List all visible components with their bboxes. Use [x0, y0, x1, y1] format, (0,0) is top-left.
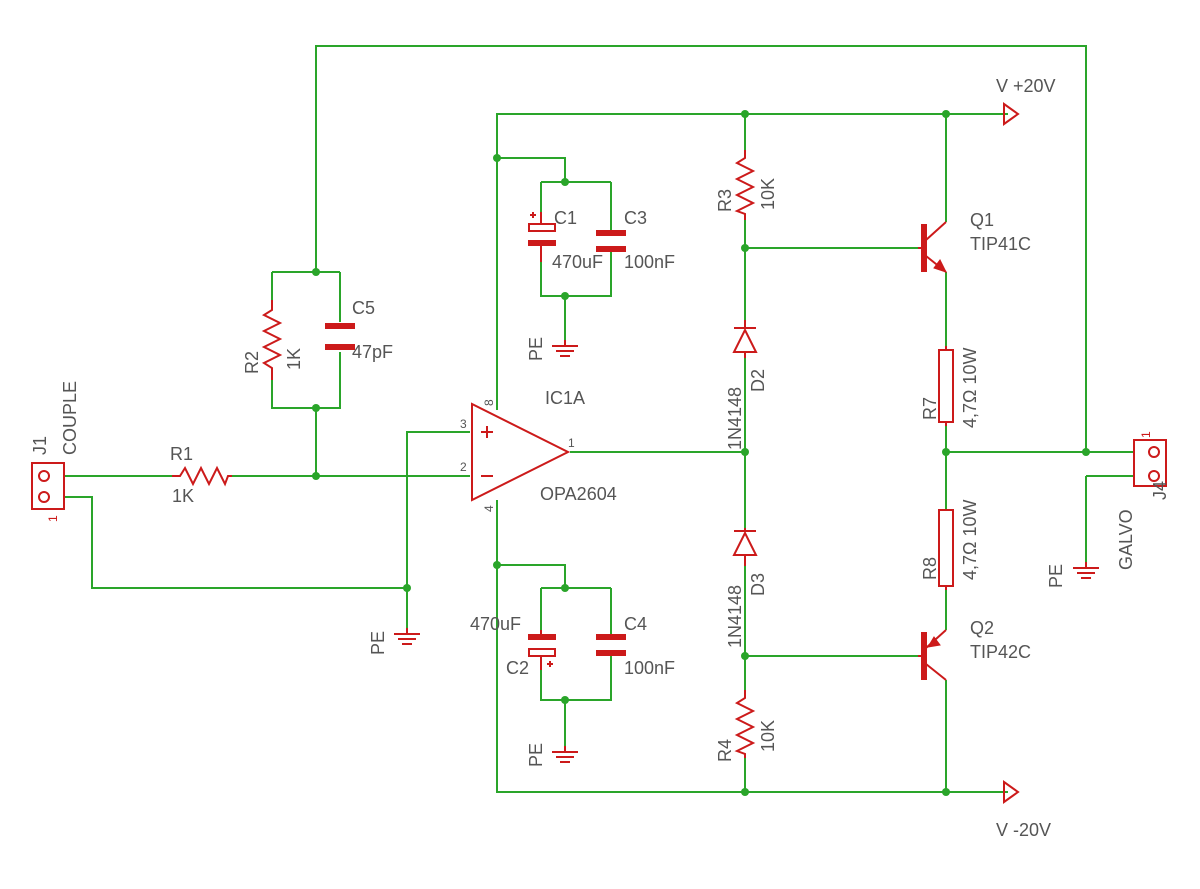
d3-value: 1N4148 [725, 585, 745, 648]
ic1-pin-out: 1 [568, 436, 575, 450]
c5-ref: C5 [352, 298, 375, 318]
ic1-pin-minus: 2 [460, 460, 467, 474]
ground-label: PE [368, 631, 388, 655]
ic1-pin-vpos: 8 [482, 399, 496, 406]
d3-ref: D3 [748, 573, 768, 596]
r4-value: 10K [758, 720, 778, 752]
c4-ref: C4 [624, 614, 647, 634]
transistor-q1: Q1 TIP41C [918, 210, 1031, 273]
r3-ref: R3 [715, 189, 735, 212]
vpos-supply: V +20V [996, 76, 1056, 126]
ground-label: PE [1046, 564, 1066, 588]
diode-d3: 1N4148 D3 [725, 528, 768, 648]
q1-ref: Q1 [970, 210, 994, 230]
q2-ref: Q2 [970, 618, 994, 638]
resistor-r7: R7 4,7Ω 10W [920, 346, 980, 428]
j1-name: COUPLE [60, 381, 80, 455]
ground-symbol-input: PE [368, 628, 420, 655]
d2-ref: D2 [748, 369, 768, 392]
connector-j4: J4 GALVO 1 [1116, 431, 1170, 570]
diode-d2: 1N4148 D2 [725, 320, 768, 450]
r2-ref: R2 [242, 351, 262, 374]
j4-name: GALVO [1116, 509, 1136, 570]
ground-label: PE [526, 743, 546, 767]
q1-value: TIP41C [970, 234, 1031, 254]
r8-ref: R8 [920, 557, 940, 580]
j4-ref: J4 [1150, 481, 1170, 500]
j1-pin1: 1 [46, 515, 60, 522]
resistor-r2: R2 1K [242, 300, 304, 380]
resistor-r1: R1 1K [170, 444, 232, 506]
opamp-ic1a: IC1A OPA2604 3 2 1 8 4 [460, 388, 617, 512]
ic1-pin-plus: 3 [460, 417, 467, 431]
vpos-label: V +20V [996, 76, 1056, 96]
r8-value: 4,7Ω 10W [960, 499, 980, 580]
c3-value: 100nF [624, 252, 675, 272]
vneg-label: V -20V [996, 820, 1051, 840]
j1-ref: J1 [30, 436, 50, 455]
r1-value: 1K [172, 486, 194, 506]
ic1-value: OPA2604 [540, 484, 617, 504]
resistor-r3: R3 10K [715, 150, 778, 220]
ic1-pin-vneg: 4 [482, 505, 496, 512]
r7-ref: R7 [920, 397, 940, 420]
d2-value: 1N4148 [725, 387, 745, 450]
ground-symbol-c1: PE [526, 337, 578, 361]
c1-ref: C1 [554, 208, 577, 228]
c5-value: 47pF [352, 342, 393, 362]
junction-dots [312, 110, 1090, 796]
q2-value: TIP42C [970, 642, 1031, 662]
vneg-supply: V -20V [996, 780, 1051, 840]
wires [64, 45, 1134, 793]
ground-symbol-output: PE [1046, 562, 1099, 588]
r7-value: 4,7Ω 10W [960, 347, 980, 428]
r4-ref: R4 [715, 739, 735, 762]
capacitor-c3: C3 100nF [596, 208, 675, 272]
r1-ref: R1 [170, 444, 193, 464]
c2-value: 470uF [470, 614, 521, 634]
resistor-r8: R8 4,7Ω 10W [920, 499, 980, 590]
resistor-r4: R4 10K [715, 690, 778, 762]
c1-value: 470uF [552, 252, 603, 272]
c2-ref: C2 [506, 658, 529, 678]
transistor-q2: Q2 TIP42C [918, 618, 1031, 681]
capacitor-c1: C1 470uF [528, 208, 603, 272]
c3-ref: C3 [624, 208, 647, 228]
c4-value: 100nF [624, 658, 675, 678]
r2-value: 1K [284, 348, 304, 370]
ground-symbol-c2: PE [526, 743, 578, 767]
r3-value: 10K [758, 178, 778, 210]
capacitor-c4: C4 100nF [596, 614, 675, 678]
ground-label: PE [526, 337, 546, 361]
ic1-ref: IC1A [545, 388, 585, 408]
capacitor-c2: 470uF C2 [470, 614, 556, 678]
capacitor-c5: C5 47pF [325, 298, 393, 362]
connector-j1: J1 COUPLE 1 [30, 381, 80, 522]
j4-pin1: 1 [1139, 431, 1153, 438]
